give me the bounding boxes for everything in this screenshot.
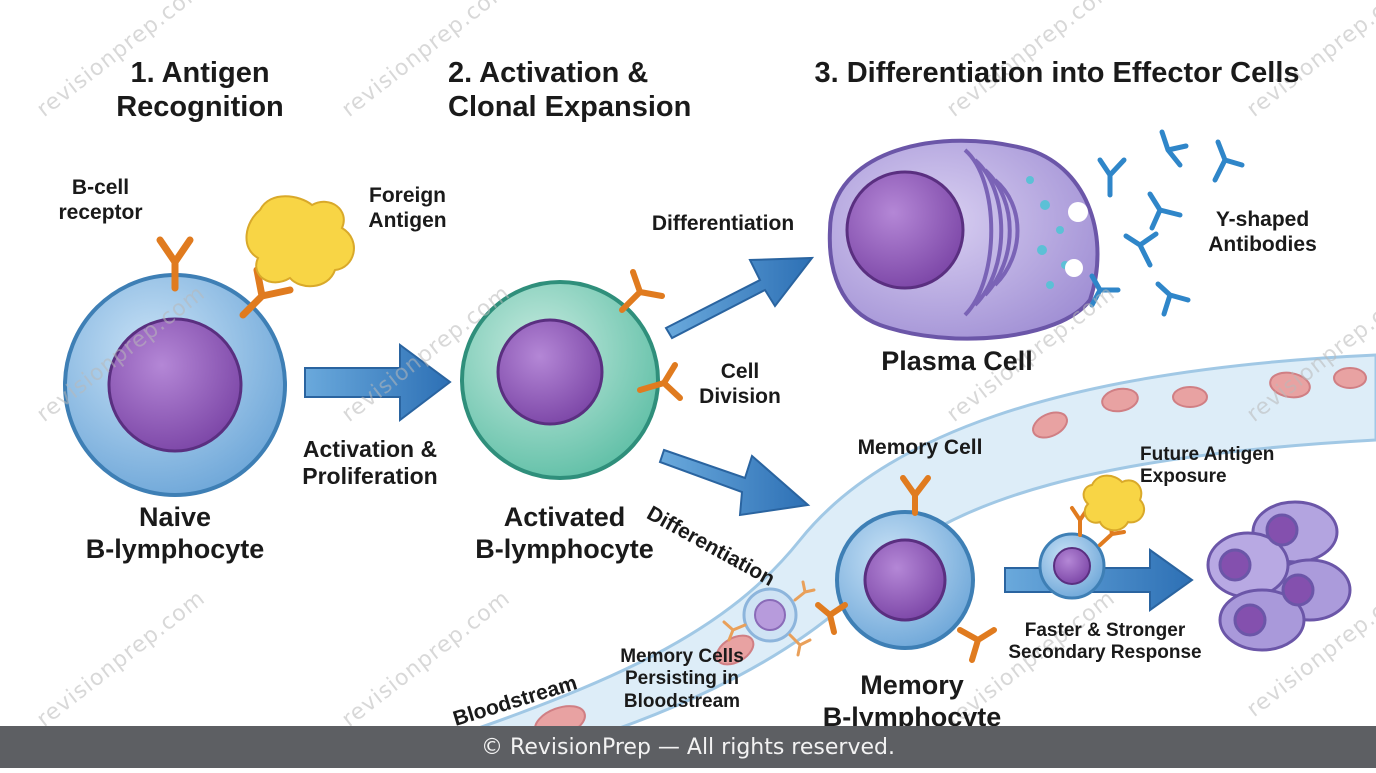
activation-proliferation-label: Activation &Proliferation bbox=[302, 436, 438, 490]
antibody-icons bbox=[1089, 129, 1245, 317]
endoplasmic-reticulum bbox=[963, 148, 1020, 317]
memory-receptor-icon bbox=[815, 475, 997, 663]
memory-b-cell bbox=[835, 510, 975, 650]
b-cell-receptor-icon bbox=[156, 236, 194, 292]
foreign-antigen-icon bbox=[245, 195, 355, 288]
differentiation-label-top: Differentiation bbox=[651, 212, 795, 235]
differentiation-arrow-down bbox=[658, 448, 811, 517]
vesicles bbox=[1026, 176, 1069, 289]
section-3-title: 3. Differentiation into Effector Cells bbox=[814, 57, 1300, 89]
copyright-footer: © RevisionPrep — All rights reserved. bbox=[0, 726, 1376, 768]
future-antigen-icon bbox=[1082, 474, 1146, 532]
activated-b-cell bbox=[460, 280, 660, 480]
plasma-cell-cluster bbox=[1206, 500, 1352, 652]
plasma-cell bbox=[827, 138, 1100, 341]
memory-cell-label: Memory Cell bbox=[857, 436, 983, 459]
activation-arrow bbox=[304, 343, 452, 423]
differentiation-arrow-up bbox=[664, 256, 815, 340]
naive-b-cell bbox=[63, 273, 287, 497]
activated-receptor-icon bbox=[619, 269, 683, 401]
circulating-memory-cell bbox=[722, 580, 816, 657]
small-memory-cell bbox=[1038, 506, 1126, 600]
red-blood-cells bbox=[534, 367, 1367, 739]
plasma-cell-label: Plasma Cell bbox=[881, 346, 1033, 376]
section-2-title: 2. Activation &Clonal Expansion bbox=[448, 57, 692, 124]
